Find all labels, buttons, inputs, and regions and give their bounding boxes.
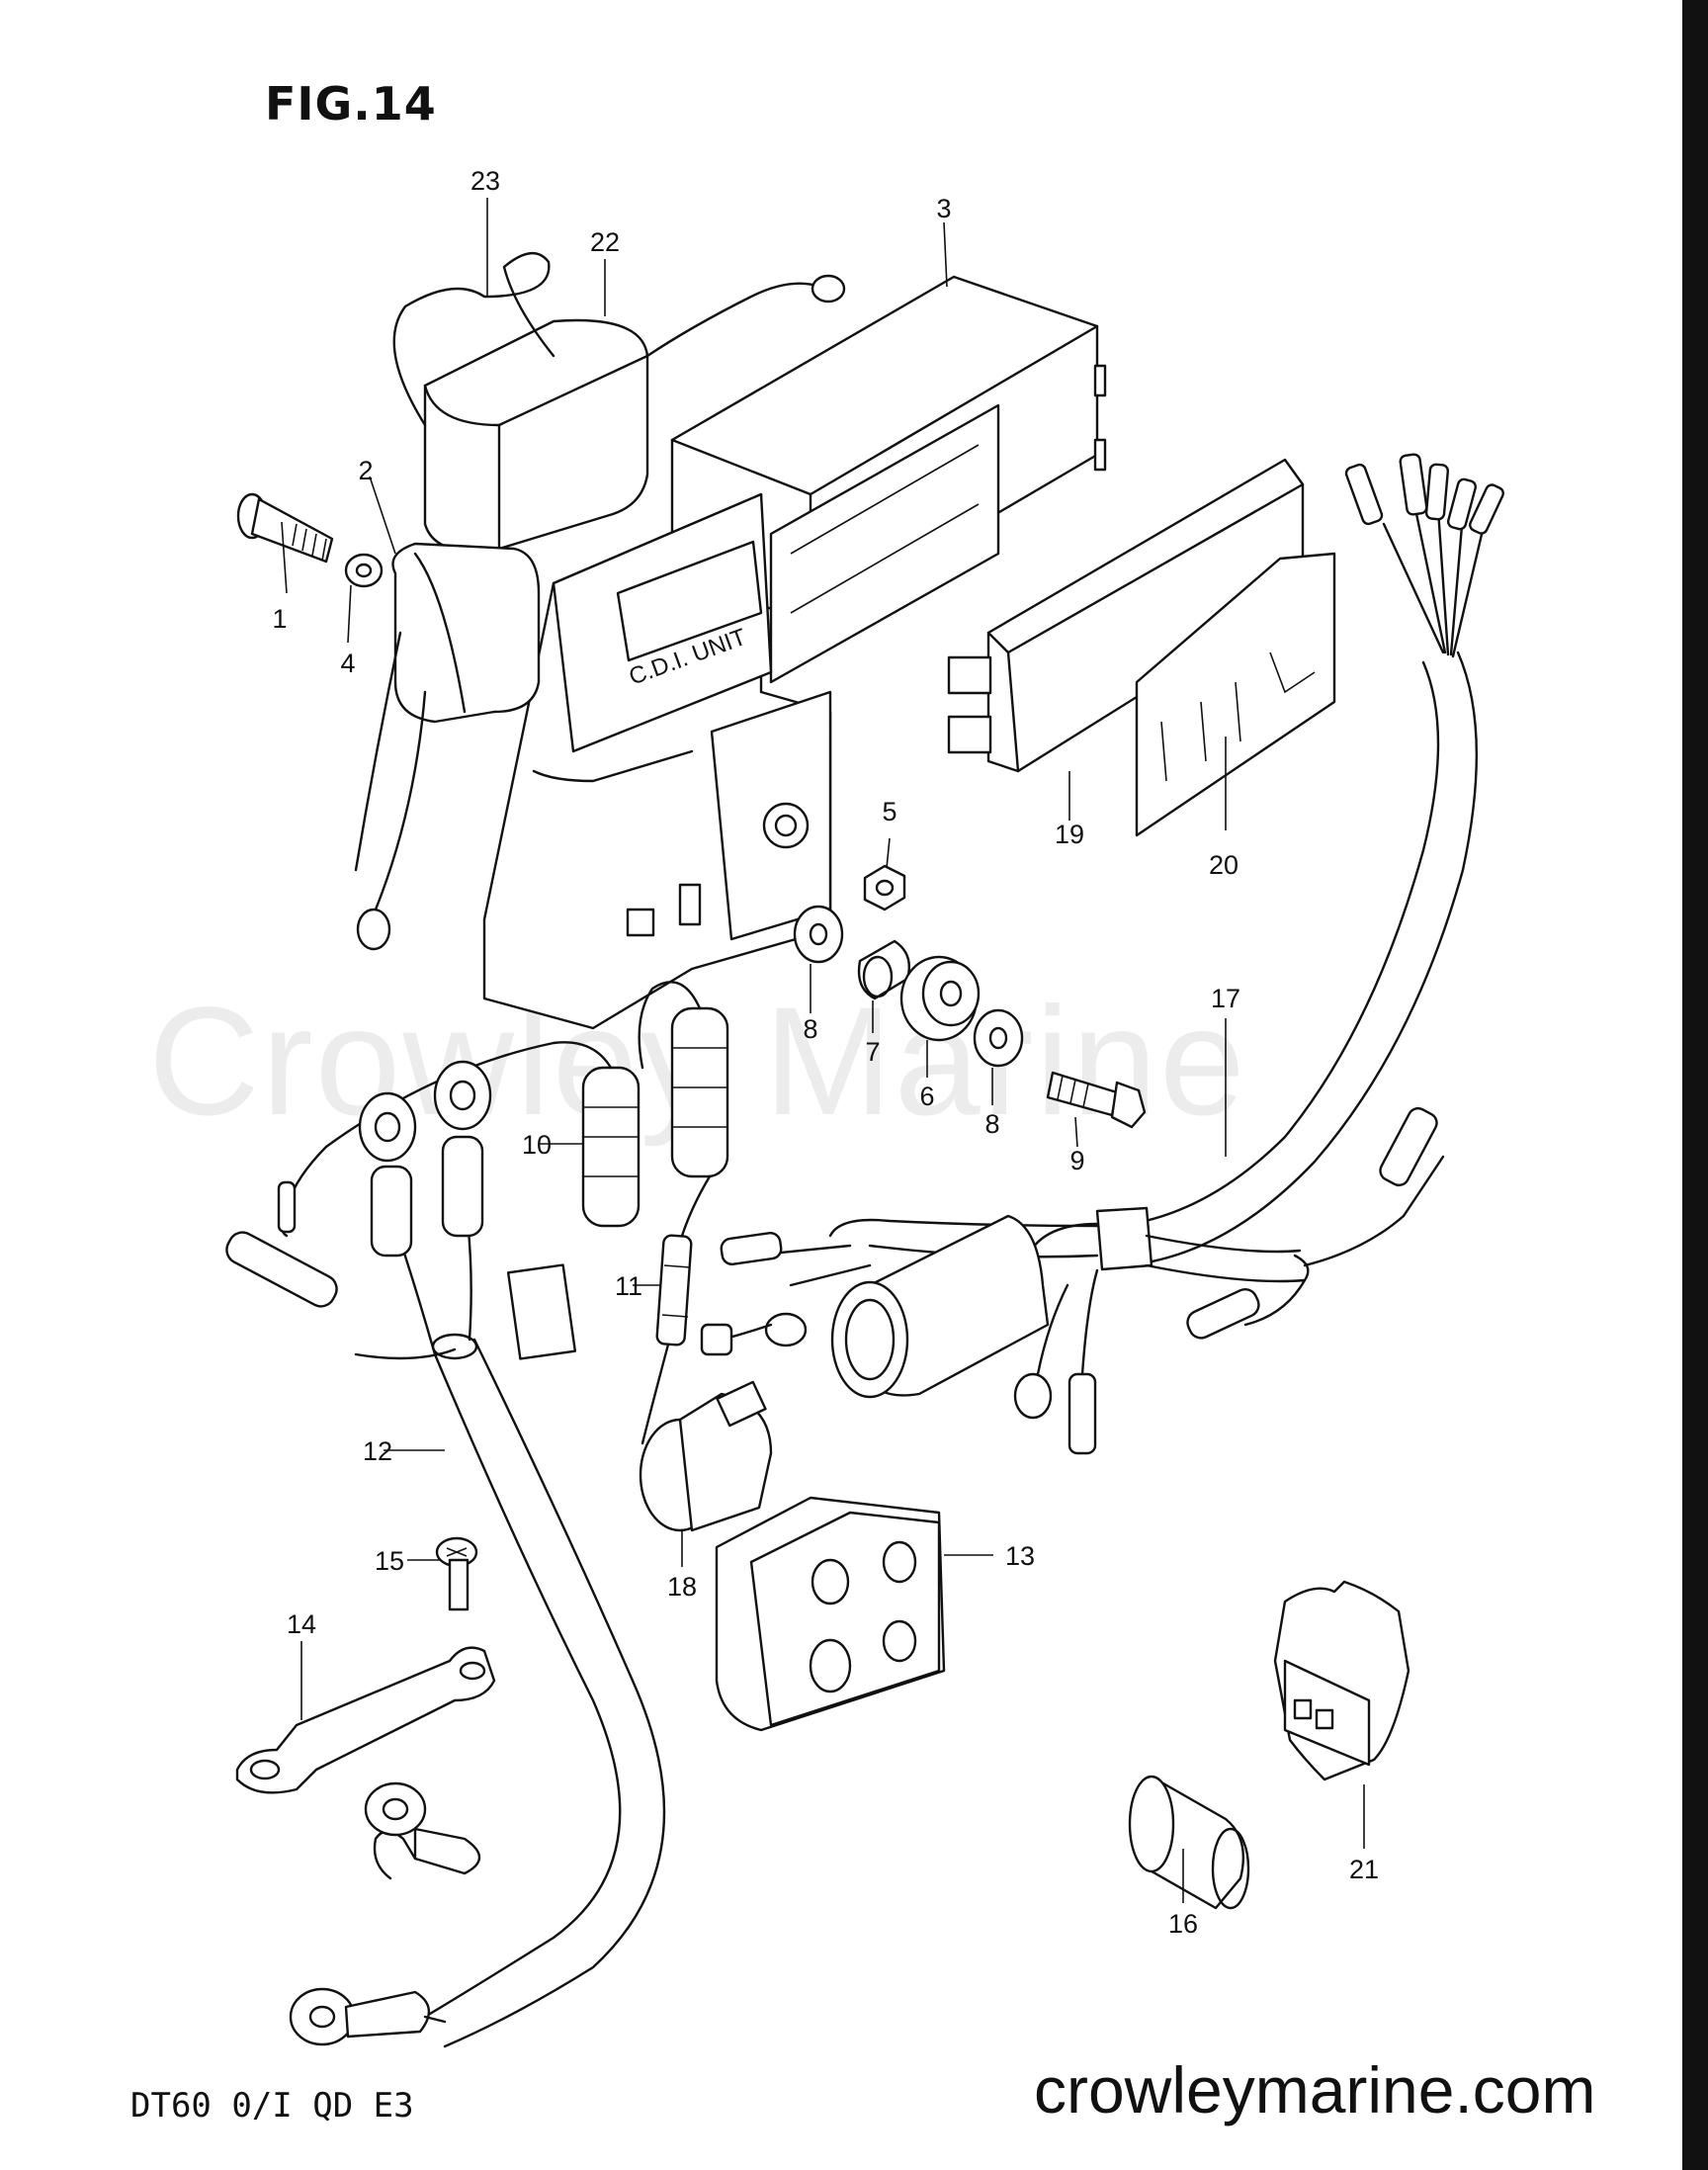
part-label-12: 12 [363,1436,392,1466]
part-1-bolt [236,492,334,564]
part-label-2: 2 [358,456,373,485]
part-label-17: 17 [1211,984,1240,1013]
part-label-18: 18 [667,1572,697,1602]
part-label-6: 6 [919,1082,934,1111]
part-16-sleeve [1128,1775,1250,1910]
part-label-5: 5 [882,797,897,826]
part-8-washer-a [793,905,844,964]
part-labels: 23 22 3 2 1 4 5 8 7 6 8 9 19 20 17 10 11… [272,166,1379,1939]
part-14-clamp [235,1646,496,1794]
part-22-rectifier [423,318,649,553]
part-label-10: 10 [522,1130,552,1160]
part-label-9: 9 [1069,1146,1084,1175]
part-13-rubber-mount [715,1496,946,1732]
part-label-20: 20 [1209,850,1238,880]
website-url: crowleymarine.com [1034,2053,1596,2127]
part-15-screw [435,1536,478,1611]
part-6-grommet [899,955,981,1042]
part-label-21: 21 [1349,1855,1379,1884]
part-3-cdi-housing [670,275,1107,684]
part-label-14: 14 [287,1609,316,1639]
part-label-11: 11 [615,1271,642,1301]
part-label-16: 16 [1168,1909,1198,1939]
scan-edge [1682,0,1708,2170]
model-code: DT60 0/I QD E3 [130,2086,414,2126]
part-label-13: 13 [1005,1541,1035,1571]
part-label-15: 15 [375,1546,404,1576]
part-20-gasket [1135,552,1336,837]
part-label-19: 19 [1055,820,1084,849]
part-10-suppressors [285,981,729,1228]
part-11-fuse [640,1174,712,1445]
part-label-4: 4 [340,649,355,678]
figure-title: FIG.14 [265,77,437,130]
part-23-ground-wire [392,252,846,427]
part-label-8b: 8 [984,1109,999,1139]
part-label-1: 1 [272,604,287,634]
part-9-bolt [1046,1071,1147,1129]
part-label-22: 22 [590,227,620,257]
cdi-unit-body: C.D.I. UNIT [482,492,832,1030]
part-label-8a: 8 [803,1014,817,1044]
part-4-washer [344,553,384,588]
part-label-7: 7 [865,1037,880,1067]
part-21-holder [1273,1580,1410,1781]
part-12-wiring-harness [225,1060,666,2048]
part-label-3: 3 [936,194,951,223]
part-18-cap [639,1380,773,1532]
part-5-nut [863,864,906,911]
part-2-regulator [354,542,541,951]
part-17-main-harness [700,453,1504,1455]
part-label-23: 23 [470,166,500,196]
leader-lines [281,198,1365,1903]
part-8-washer-b [973,1008,1024,1068]
